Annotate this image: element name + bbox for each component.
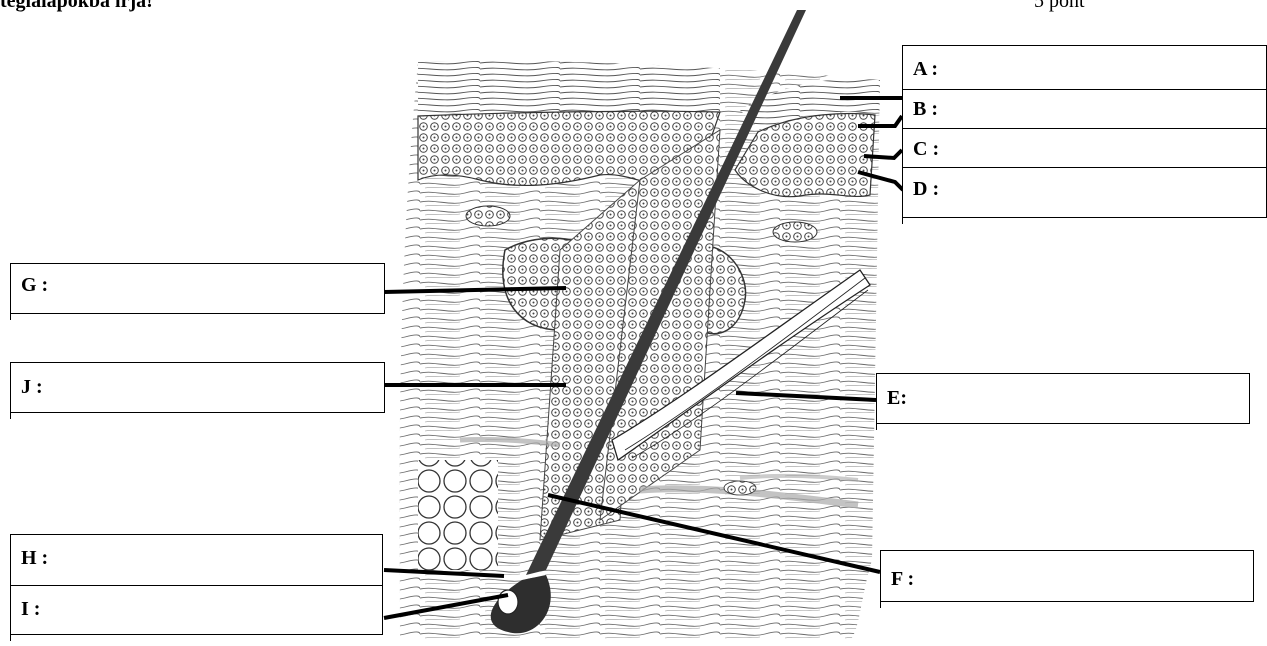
label-j: J : — [21, 376, 43, 398]
sweat-duct-cross-section — [773, 222, 817, 242]
label-box-h[interactable]: H : — [10, 534, 383, 586]
gland-cross-section — [466, 206, 510, 226]
label-i: I : — [21, 598, 40, 620]
box-edge-f — [880, 600, 881, 608]
label-a: A : — [913, 58, 938, 80]
label-box-g[interactable]: G : — [10, 263, 385, 314]
label-box-f[interactable]: F : — [880, 550, 1254, 602]
box-edge-d — [902, 216, 903, 224]
label-b: B : — [913, 98, 938, 120]
label-box-b[interactable]: B : — [902, 89, 1267, 129]
label-box-d[interactable]: D : — [902, 167, 1267, 218]
box-edge-j — [10, 411, 11, 419]
label-box-c[interactable]: C : — [902, 128, 1267, 168]
dermal-papilla — [498, 590, 518, 614]
label-h: H : — [21, 547, 48, 569]
box-edge-g — [10, 312, 11, 320]
fat-cells — [418, 460, 498, 570]
label-box-e[interactable]: E: — [876, 373, 1250, 424]
box-edge-e — [876, 422, 877, 430]
label-box-a[interactable]: A : — [902, 45, 1267, 90]
label-g: G : — [21, 274, 48, 296]
label-d: D : — [913, 178, 939, 200]
stratum-corneum-left — [418, 58, 720, 114]
label-e: E: — [887, 387, 907, 409]
label-f: F : — [891, 568, 914, 590]
label-c: C : — [913, 138, 939, 160]
box-edge-i — [10, 633, 11, 641]
label-box-j[interactable]: J : — [10, 362, 385, 413]
label-box-i[interactable]: I : — [10, 585, 383, 635]
